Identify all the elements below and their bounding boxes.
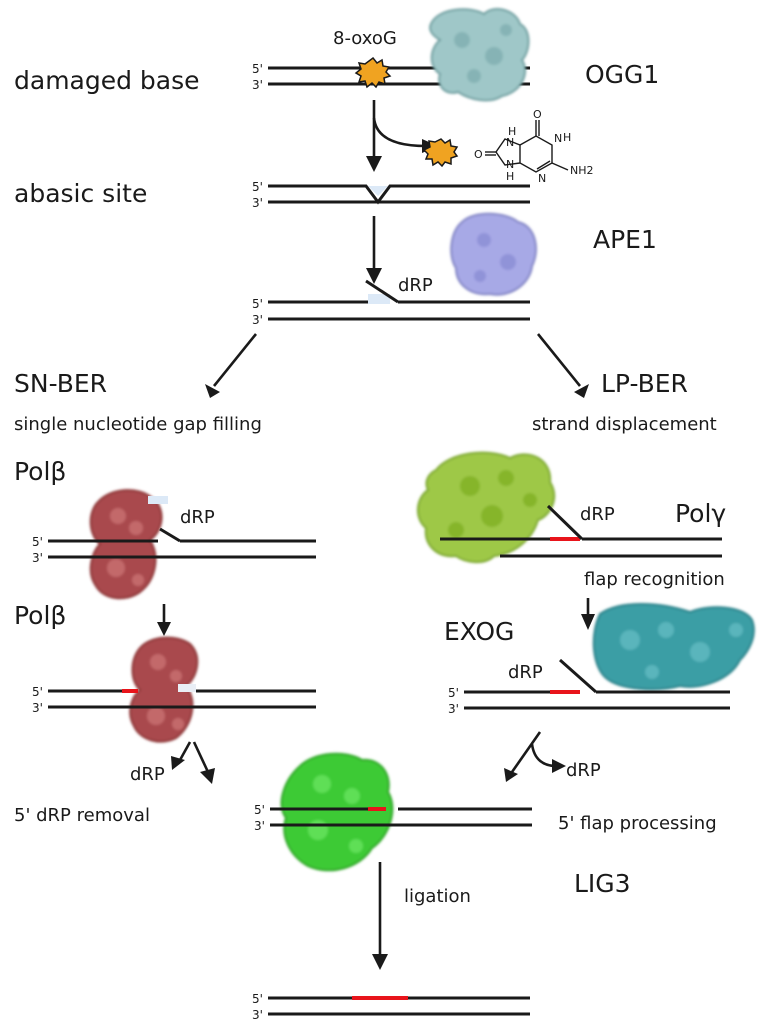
enzyme-polb-label-1: Polβ bbox=[14, 457, 66, 486]
enzyme-lig3-label: LIG3 bbox=[574, 869, 631, 898]
dna6-3prime-label: 3' bbox=[448, 702, 459, 716]
step-ligation-label: ligation bbox=[404, 886, 471, 907]
exog-protein-icon bbox=[592, 603, 755, 691]
pathway-lp-ber-step-2: 5' flap processing bbox=[558, 813, 717, 834]
struct-h-3: H bbox=[563, 131, 571, 144]
dna-duplex-sn-processed bbox=[48, 689, 316, 709]
struct-h-1: H bbox=[508, 125, 516, 138]
struct-nh2: NH2 bbox=[570, 164, 594, 177]
arrow-lp-flap-recognition bbox=[581, 598, 595, 630]
pathway-sn-ber-step: 5' dRP removal bbox=[14, 805, 150, 826]
excised-base-icon bbox=[422, 138, 459, 168]
pathway-lp-ber-description: strand displacement bbox=[532, 414, 717, 435]
arrow-lp-flap-processing bbox=[504, 731, 566, 782]
enzyme-polb-label-2: Polβ bbox=[14, 601, 66, 630]
dna6-5prime-label: 5' bbox=[448, 686, 459, 700]
ape1-protein-icon bbox=[450, 212, 537, 296]
arrow-to-lp-ber bbox=[536, 333, 589, 398]
pathway-lp-ber-title: LP-BER bbox=[601, 369, 688, 398]
arrow-base-excision bbox=[366, 100, 438, 172]
dna-duplex-incised bbox=[268, 279, 530, 321]
dna5-5prime-label: 5' bbox=[32, 685, 43, 699]
dna1-5prime-label: 5' bbox=[252, 62, 263, 76]
dna3-3prime-label: 3' bbox=[252, 313, 263, 327]
drp-label-released-sn: dRP bbox=[130, 764, 165, 785]
struct-o-top: O bbox=[533, 108, 542, 121]
gap-highlight-2 bbox=[178, 684, 196, 692]
polg-protein-icon bbox=[417, 451, 556, 563]
arrow-sn-polb bbox=[157, 604, 171, 636]
dna-duplex-lp-flap bbox=[464, 658, 730, 710]
lig3-protein-icon bbox=[280, 752, 394, 872]
arrow-ligation bbox=[372, 862, 388, 970]
drp-label-polb: dRP bbox=[180, 507, 215, 528]
drp-label-released-lp: dRP bbox=[566, 760, 601, 781]
dna-duplex-nicked bbox=[270, 807, 532, 827]
dna2-5prime-label: 5' bbox=[252, 180, 263, 194]
dna-duplex-sn-gapfill bbox=[48, 527, 316, 559]
dna7-3prime-label: 3' bbox=[254, 819, 265, 833]
dna2-3prime-label: 3' bbox=[252, 196, 263, 210]
pathway-lp-ber-step-1: flap recognition bbox=[584, 569, 725, 590]
drp-label-polg: dRP bbox=[580, 504, 615, 525]
lesion-label: 8-oxoG bbox=[333, 28, 397, 49]
dna8-3prime-label: 3' bbox=[252, 1008, 263, 1022]
dna-duplex-lp-displacement bbox=[440, 504, 722, 558]
pathway-sn-ber-description: single nucleotide gap filling bbox=[14, 414, 262, 435]
drp-label-ape1: dRP bbox=[398, 275, 433, 296]
dna4-5prime-label: 5' bbox=[32, 535, 43, 549]
dna2-top-strand bbox=[268, 184, 530, 205]
ogg1-protein-icon bbox=[429, 8, 530, 102]
stage-label-abasic-site: abasic site bbox=[14, 179, 147, 208]
arrow-ap-incision bbox=[366, 216, 382, 284]
dna3-drp-flap bbox=[365, 279, 399, 304]
dna1-3prime-label: 3' bbox=[252, 78, 263, 92]
dna4-3prime-label: 3' bbox=[32, 551, 43, 565]
stage-label-damaged-base: damaged base bbox=[14, 66, 200, 95]
enzyme-ape1-label: APE1 bbox=[593, 225, 657, 254]
struct-n-1: N bbox=[506, 136, 514, 149]
dna-duplex-repaired bbox=[268, 996, 530, 1016]
drp-label-exog: dRP bbox=[508, 662, 543, 683]
polb-protein-icon-1 bbox=[89, 489, 163, 600]
gap-highlight-1 bbox=[148, 496, 168, 504]
enzyme-ogg1-label: OGG1 bbox=[585, 60, 659, 89]
arrow-to-sn-ber bbox=[205, 333, 258, 398]
arrow-sn-drp-removal bbox=[171, 741, 215, 784]
enzyme-polg-label: Polγ bbox=[675, 499, 726, 528]
dna8-5prime-label: 5' bbox=[252, 992, 263, 1006]
struct-n-3: N bbox=[554, 132, 562, 145]
struct-n-4: N bbox=[538, 172, 546, 185]
enzyme-exog-label: EXOG bbox=[444, 617, 514, 646]
dna-duplex-abasic bbox=[268, 184, 530, 205]
struct-n-2: N bbox=[506, 158, 514, 171]
dna3-5prime-label: 5' bbox=[252, 297, 263, 311]
struct-h-2: H bbox=[506, 170, 514, 183]
dna7-5prime-label: 5' bbox=[254, 803, 265, 817]
struct-o-left: O bbox=[474, 148, 483, 161]
polb-protein-icon-2 bbox=[129, 636, 199, 743]
dna5-3prime-label: 3' bbox=[32, 701, 43, 715]
lesion-8-oxog-icon bbox=[354, 56, 392, 89]
pathway-sn-ber-title: SN-BER bbox=[14, 369, 107, 398]
8-oxog-structure-icon bbox=[485, 120, 569, 173]
